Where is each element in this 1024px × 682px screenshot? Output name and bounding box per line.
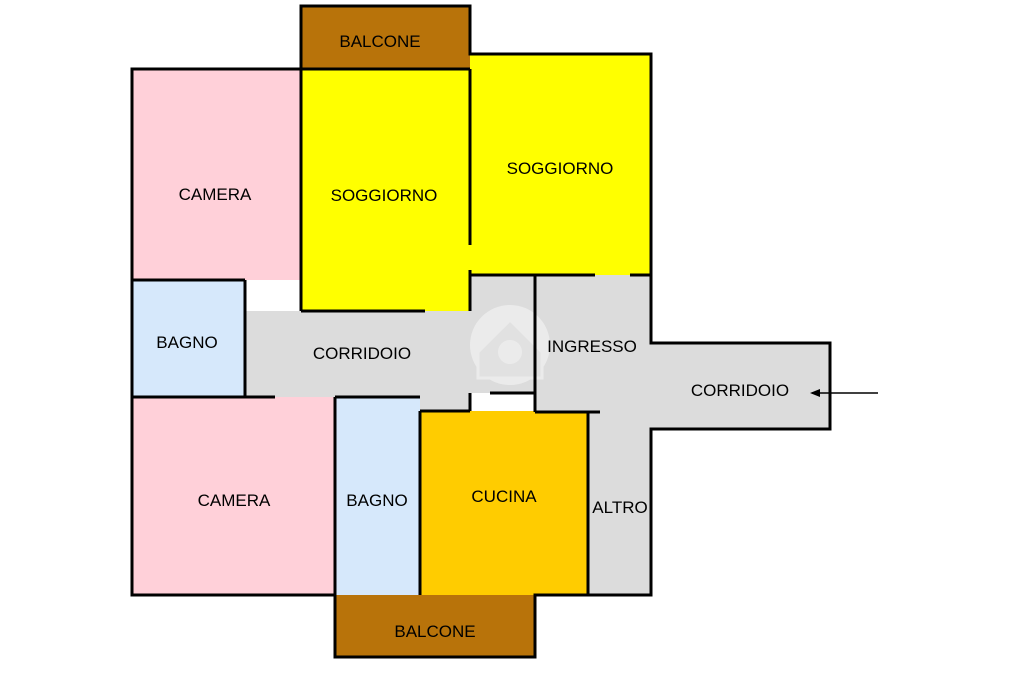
- room-balcone-top: [301, 6, 470, 68]
- label-bagno-left: BAGNO: [156, 333, 217, 352]
- room-altro: [588, 412, 651, 595]
- walls: [130, 4, 832, 659]
- label-altro: ALTRO: [592, 498, 647, 517]
- label-cucina: CUCINA: [471, 487, 537, 506]
- label-bagno-bottom: BAGNO: [346, 491, 407, 510]
- label-camera-top: CAMERA: [179, 185, 252, 204]
- house-logo-watermark: [470, 305, 550, 385]
- label-corridoio-outer: CORRIDOIO: [691, 381, 789, 400]
- label-corridoio-inner: CORRIDOIO: [313, 344, 411, 363]
- room-camera-top: [132, 69, 301, 280]
- room-corridoio-outer: [651, 343, 830, 429]
- room-bagno-left: [132, 280, 245, 396]
- label-ingresso: INGRESSO: [547, 337, 637, 356]
- label-camera-bottom: CAMERA: [198, 491, 271, 510]
- label-balcone-bottom: BALCONE: [394, 622, 475, 641]
- room-bagno-bottom: [335, 397, 420, 595]
- entrance-arrow-icon: [810, 389, 878, 397]
- room-soggiorno-left: [301, 69, 470, 311]
- room-soggiorno-right: [470, 54, 651, 275]
- room-corridoio-inner: [245, 275, 535, 411]
- room-camera-bottom: [132, 397, 335, 595]
- room-balcone-bottom: [335, 595, 535, 657]
- label-balcone-top: BALCONE: [339, 32, 420, 51]
- label-soggiorno-left: SOGGIORNO: [331, 186, 438, 205]
- room-cucina: [420, 411, 588, 595]
- label-soggiorno-right: SOGGIORNO: [507, 159, 614, 178]
